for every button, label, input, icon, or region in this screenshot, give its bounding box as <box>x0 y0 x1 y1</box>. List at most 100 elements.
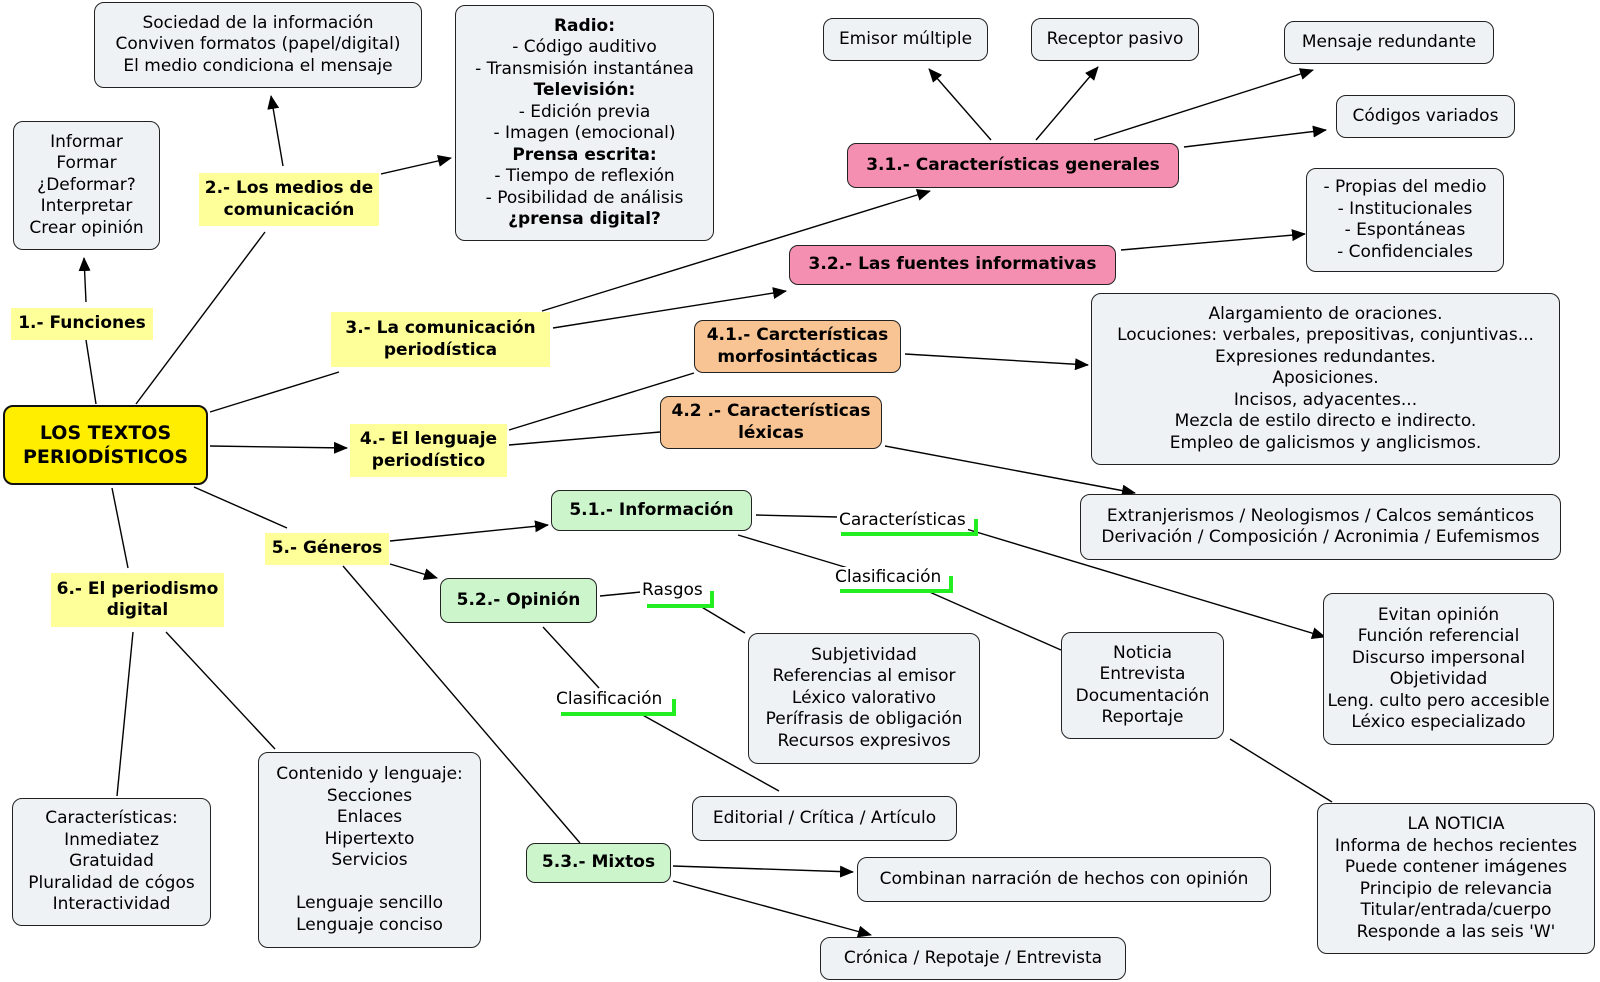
box-line: Editorial / Crítica / Artículo <box>712 807 937 828</box>
box-line: Combinan narración de hechos con opinión <box>879 868 1249 889</box>
lexicas-box[interactable]: Extranjerismos / Neologismos / Calcos se… <box>1080 494 1561 560</box>
branch-label: periodístico <box>371 450 486 471</box>
box-line: Extranjerismos / Neologismos / Calcos se… <box>1106 505 1535 526</box>
rasgos-link-label: Rasgos <box>640 580 705 600</box>
digital-contenido-box[interactable]: Contenido y lenguaje: Secciones Enlaces … <box>258 752 481 948</box>
informacion-caracteristicas-box[interactable]: Evitan opinión Función referencial Discu… <box>1323 593 1554 745</box>
mensaje-box[interactable]: Mensaje redundante <box>1284 21 1494 64</box>
mixtos-tipos-box[interactable]: Crónica / Repotaje / Entrevista <box>820 937 1126 980</box>
box-line: Principio de relevancia <box>1359 878 1553 899</box>
node-label: 5.2.- Opinión <box>456 589 581 610</box>
box-line: - Tiempo de reflexión <box>494 166 675 186</box>
box-line: - Imagen (emocional) <box>493 123 676 143</box>
box-line: Discurso impersonal <box>1351 647 1526 668</box>
box-line: Expresiones redundantes. <box>1215 346 1436 367</box>
box-line: Mezcla de estilo directo e indirecto. <box>1174 411 1477 432</box>
mixtos-node[interactable]: 5.3.- Mixtos <box>526 843 671 883</box>
box-line: - Edición previa <box>518 101 651 122</box>
box-line: Códigos variados <box>1352 105 1499 126</box>
box-line: Interpretar <box>40 196 133 217</box>
box-line: Hipertexto <box>324 828 415 849</box>
noticia-box[interactable]: LA NOTICIA Informa de hechos recientes P… <box>1317 803 1595 954</box>
node-label: 3.2.- Las fuentes informativas <box>808 254 1097 275</box>
box-line: Inmediatez <box>64 829 159 850</box>
box-line: Aposiciones. <box>1272 368 1379 389</box>
branch-label: 6.- El periodismo <box>56 578 219 599</box>
box-line: Interactividad <box>52 894 171 915</box>
box-line: Informa de hechos recientes <box>1334 835 1578 856</box>
box-line: Contenido y lenguaje: <box>276 764 463 784</box>
box-line: Sociedad de la información <box>142 12 374 33</box>
fuentes-box[interactable]: - Propias del medio - Institucionales - … <box>1306 168 1504 272</box>
box-line: Noticia <box>1113 642 1172 663</box>
node-label: 5.1.- Información <box>569 499 734 520</box>
box-line: - Posibilidad de análisis <box>485 187 684 208</box>
box-line: Función referencial <box>1357 626 1520 646</box>
node-label: 4.1.- Carcterísticas <box>706 325 889 345</box>
box-line: Perífrasis de obligación <box>765 709 963 730</box>
branch-medios[interactable]: 2.- Los medios de comunicación <box>199 173 379 226</box>
node-label: léxicas <box>738 422 804 443</box>
branch-label: 5.- Géneros <box>271 538 383 559</box>
branch-lenguaje[interactable]: 4.- El lenguaje periodístico <box>350 424 507 477</box>
box-line: Referencias al emisor <box>772 666 956 687</box>
rasgos-box[interactable]: Subjetividad Referencias al emisor Léxic… <box>748 633 980 764</box>
box-line: Gratuidad <box>69 851 154 872</box>
box-line: Prensa escrita: <box>512 144 657 165</box>
highlight-markers <box>561 519 978 716</box>
branch-label: 4.- El lenguaje <box>359 429 498 449</box>
box-line: Puede contener imágenes <box>1344 857 1568 877</box>
root-node[interactable]: LOS TEXTOS PERIODÍSTICOS <box>3 405 208 485</box>
clasificacion-link-label: Clasificación <box>833 567 944 587</box>
box-line: Radio: <box>553 15 616 36</box>
box-line: Servicios <box>331 850 408 870</box>
branch-label: digital <box>106 600 169 620</box>
box-line: Receptor pasivo <box>1046 28 1184 49</box>
branch-comunicacion[interactable]: 3.- La comunicación periodística <box>331 312 550 367</box>
box-line: ¿Deformar? <box>37 174 136 195</box>
opinion-clasificacion-link-label: Clasificación <box>554 689 665 709</box>
box-line: Locuciones: verbales, prepositivas, conj… <box>1117 325 1534 346</box>
medios-intro-box[interactable]: Sociedad de la información Conviven form… <box>94 2 422 88</box>
funciones-box[interactable]: Informar Formar ¿Deformar? Interpretar C… <box>13 121 160 250</box>
opinion-node[interactable]: 5.2.- Opinión <box>440 578 597 623</box>
digital-caracteristicas-box[interactable]: Características: Inmediatez Gratuidad Pl… <box>12 798 211 926</box>
emisor-box[interactable]: Emisor múltiple <box>823 18 988 61</box>
box-line: Incisos, adyacentes... <box>1233 389 1418 410</box>
morfosintacticas-box[interactable]: Alargamiento de oraciones. Locuciones: v… <box>1091 293 1560 465</box>
lexicas-node[interactable]: 4.2 .- Características léxicas <box>660 396 882 449</box>
codigos-box[interactable]: Códigos variados <box>1336 95 1515 138</box>
box-line: Léxico valorativo <box>791 687 937 708</box>
box-line: El medio condiciona el mensaje <box>123 55 393 76</box>
box-line: Reportaje <box>1101 707 1184 727</box>
box-line: Derivación / Composición / Acronimia / E… <box>1101 527 1540 547</box>
opinion-clasificacion-box[interactable]: Editorial / Crítica / Artículo <box>692 796 957 841</box>
branch-funciones[interactable]: 1.- Funciones <box>11 308 153 340</box>
branch-label: 2.- Los medios de <box>204 178 374 198</box>
box-line: Crónica / Repotaje / Entrevista <box>843 947 1103 968</box>
box-line: Subjetividad <box>811 644 917 665</box>
box-line: LA NOTICIA <box>1407 814 1505 834</box>
box-line: Evitan opinión <box>1377 604 1500 625</box>
box-line: Empleo de galicismos y anglicismos. <box>1169 432 1482 453</box>
fuentes-node[interactable]: 3.2.- Las fuentes informativas <box>789 245 1116 285</box>
receptor-box[interactable]: Receptor pasivo <box>1031 18 1199 61</box>
box-line: Objetividad <box>1389 669 1488 689</box>
branch-digital[interactable]: 6.- El periodismo digital <box>51 573 224 627</box>
medios-detail-box[interactable]: Radio: - Código auditivo - Transmisión i… <box>455 5 714 241</box>
branch-generos[interactable]: 5.- Géneros <box>265 533 389 565</box>
informacion-clasificacion-box[interactable]: Noticia Entrevista Documentación Reporta… <box>1061 632 1224 739</box>
root-line: LOS TEXTOS <box>39 422 172 444</box>
box-line: - Transmisión instantánea <box>475 58 694 79</box>
morfosintacticas-node[interactable]: 4.1.- Carcterísticas morfosintácticas <box>694 320 901 373</box>
box-line: Léxico especializado <box>1351 712 1526 732</box>
caracteristicas-generales-node[interactable]: 3.1.- Características generales <box>847 143 1179 188</box>
box-line: Alargamiento de oraciones. <box>1208 303 1443 324</box>
informacion-node[interactable]: 5.1.- Información <box>551 490 752 531</box>
node-label: 3.1.- Características generales <box>866 154 1160 175</box>
box-line: Entrevista <box>1099 664 1186 684</box>
mixtos-desc-box[interactable]: Combinan narración de hechos con opinión <box>857 857 1271 902</box>
node-label: 4.2 .- Características <box>671 401 871 421</box>
box-line: Características: <box>45 808 178 829</box>
box-line: - Confidenciales <box>1337 241 1473 262</box>
